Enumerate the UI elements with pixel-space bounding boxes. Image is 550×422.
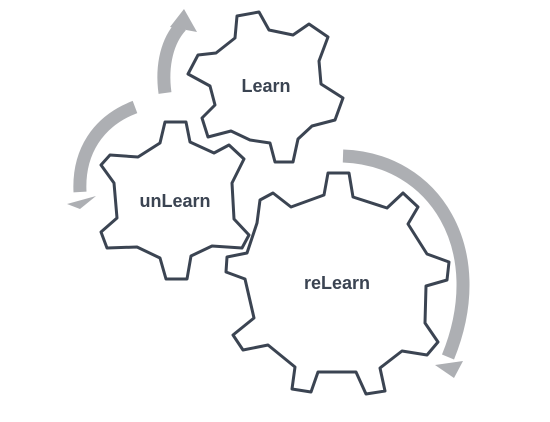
gear-unlearn-outline: [99, 120, 251, 281]
gear-relearn-label: reLearn: [304, 273, 370, 293]
gear-unlearn-label: unLearn: [139, 191, 210, 211]
gear-learn-label: Learn: [241, 76, 290, 96]
gear-relearn: reLearn: [224, 171, 451, 396]
gear-relearn-outline: [224, 171, 451, 396]
gear-learn-outline: [186, 10, 345, 164]
cycle-arrows: [67, 9, 470, 378]
arrow-unlearn-to-learn: [157, 9, 197, 94]
arrow-to-relearn: [342, 149, 470, 378]
arrow-learn-to-unlearn: [67, 100, 138, 209]
gear-learn: Learn: [186, 10, 345, 164]
gear-unlearn: unLearn: [99, 120, 251, 281]
